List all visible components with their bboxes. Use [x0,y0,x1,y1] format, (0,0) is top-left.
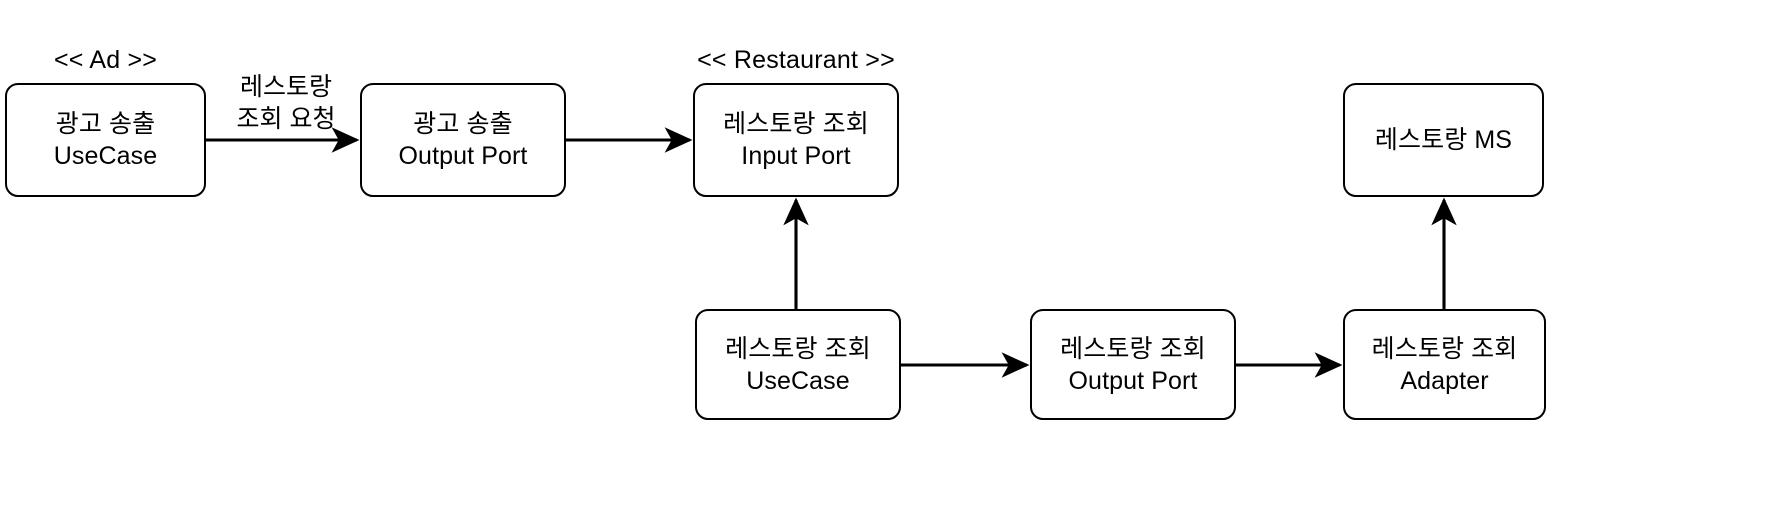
node-restaurant-ms[interactable]: 레스토랑 MS [1343,83,1544,197]
node-label-line2: Output Port [398,142,528,170]
node-label-line2: Output Port [1068,366,1198,395]
node-restaurant-output-port[interactable]: 레스토랑 조회 Output Port [1030,309,1236,420]
node-label-line1: 레스토랑 조회 [725,334,871,363]
node-label-line1: 레스토랑 조회 [1371,334,1518,363]
node-label-line2: Input Port [741,142,851,170]
node-ad-output-port[interactable]: 광고 송출 Output Port [360,83,566,197]
node-restaurant-adapter[interactable]: 레스토랑 조회 Adapter [1343,309,1546,420]
node-label-line2: UseCase [53,142,158,170]
node-label-line1: 레스토랑 조회 [723,110,869,138]
node-restaurant-input-port[interactable]: 레스토랑 조회 Input Port [693,83,899,197]
stereotype-ad: << Ad >> [53,46,158,74]
node-ad-usecase[interactable]: 광고 송출 UseCase [5,83,206,197]
stereotype-restaurant: << Restaurant >> [697,46,895,74]
edge-label-line1: 레스토랑 [239,73,332,101]
top-strip [490,0,806,9]
edge-label-line2: 조회 요청 [236,104,336,133]
node-label-line1: 광고 송출 [55,110,156,138]
node-label-line2: UseCase [746,366,850,395]
node-label-line1: 레스토랑 조회 [1060,334,1206,363]
node-label-line1: 광고 송출 [413,110,513,138]
node-label-line1: 레스토랑 MS [1374,126,1513,154]
node-label-line2: Adapter [1400,366,1489,395]
node-restaurant-usecase[interactable]: 레스토랑 조회 UseCase [695,309,901,420]
edge-label-restaurant-query-request: 레스토랑 조회 요청 [210,72,362,135]
